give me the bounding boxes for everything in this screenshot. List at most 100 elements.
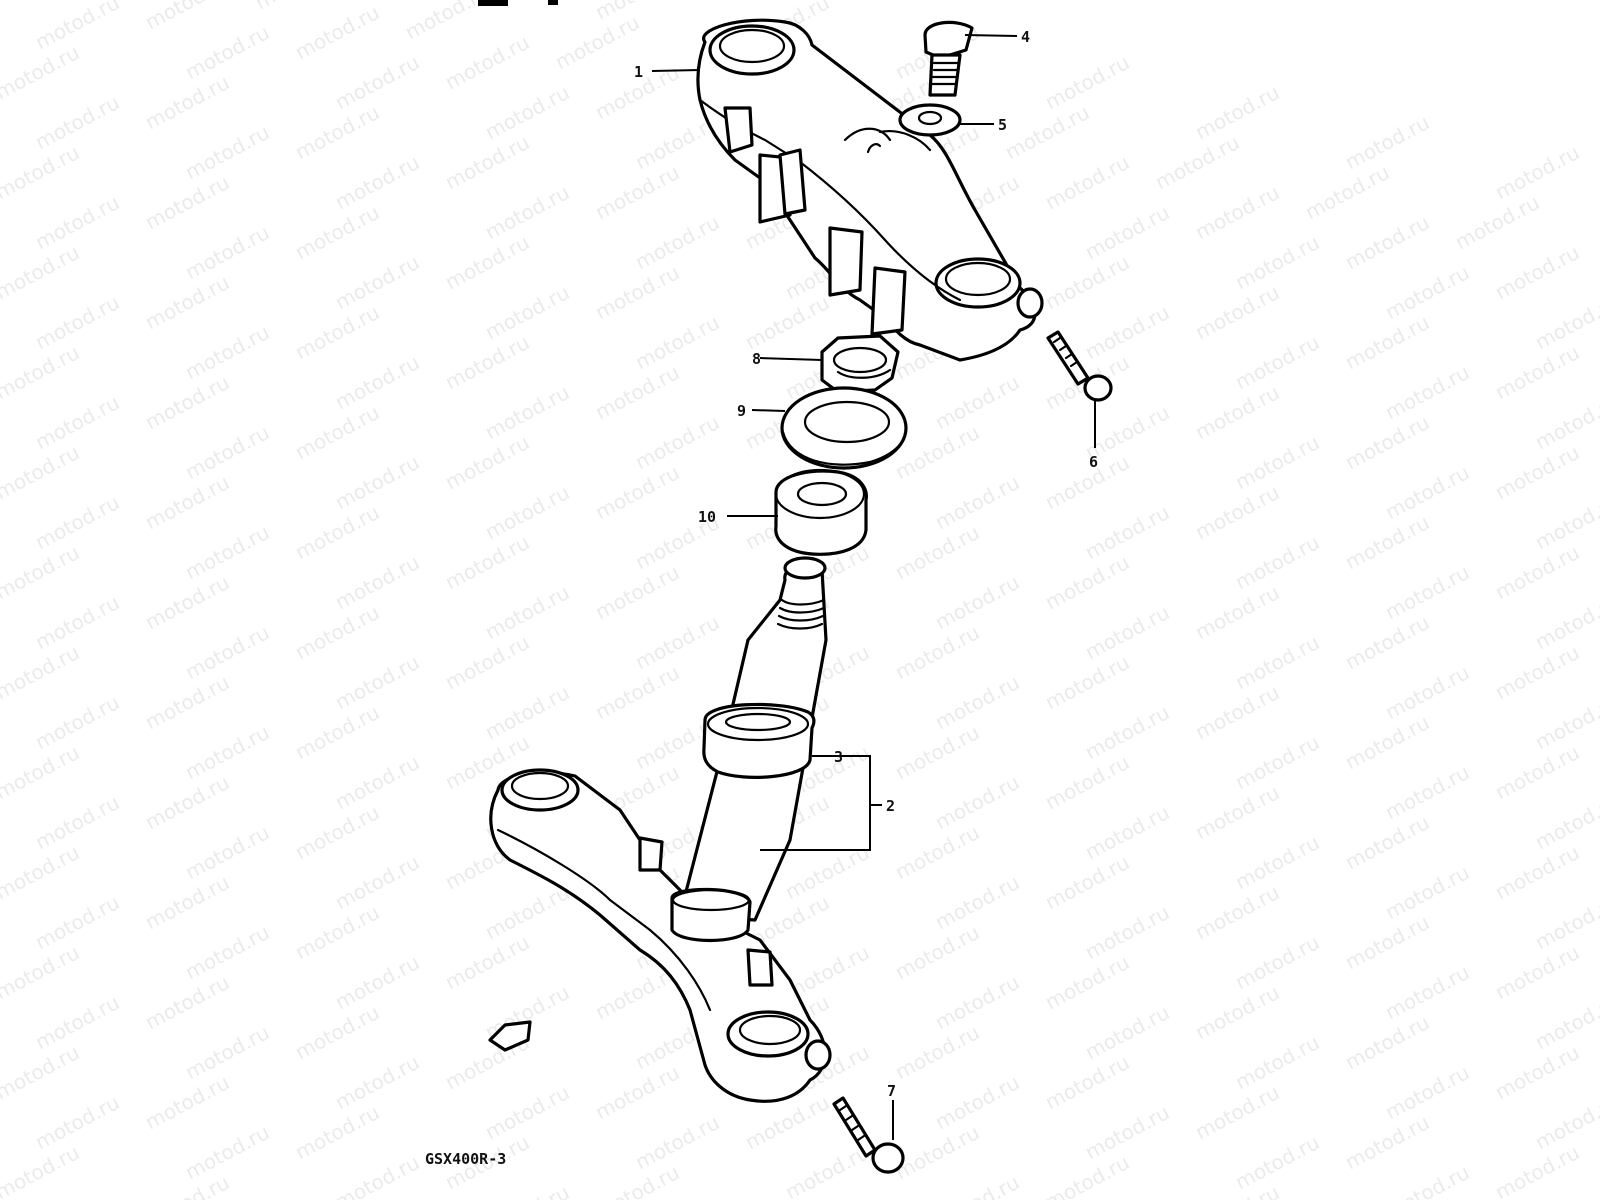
bearing-part-10 bbox=[774, 468, 868, 556]
watermark-text: motod.ru bbox=[1081, 800, 1173, 864]
callout-9: 9 bbox=[737, 402, 746, 420]
watermark-text: motod.ru bbox=[931, 370, 1023, 434]
watermark-text: motod.ru bbox=[631, 610, 723, 674]
watermark-text: motod.ru bbox=[141, 670, 233, 734]
watermark-text: motod.ru bbox=[891, 620, 983, 684]
watermark-text: motod.ru bbox=[331, 650, 423, 714]
watermark-text: motod.ru bbox=[1381, 360, 1473, 424]
watermark-text: motod.ru bbox=[331, 50, 423, 114]
watermark-text: motod.ru bbox=[1081, 200, 1173, 264]
watermark-text: motod.ru bbox=[1341, 810, 1433, 874]
watermark-text: motod.ru bbox=[31, 390, 123, 454]
watermark-text: motod.ru bbox=[181, 1020, 273, 1084]
watermark-text: motod.ru bbox=[1081, 1100, 1173, 1164]
watermark-text: motod.ru bbox=[1341, 310, 1433, 374]
watermark-text: motod.ru bbox=[1191, 180, 1283, 244]
watermark-text: motod.ru bbox=[591, 360, 683, 424]
watermark-text: motod.ru bbox=[141, 1070, 233, 1134]
watermark-text: motod.ru bbox=[251, 0, 343, 14]
watermark-text: motod.ru bbox=[1341, 1110, 1433, 1174]
watermark-text: motod.ru bbox=[441, 130, 533, 194]
watermark-text: motod.ru bbox=[441, 530, 533, 594]
watermark-text: motod.ru bbox=[1381, 660, 1473, 724]
watermark-text: motod.ru bbox=[141, 770, 233, 834]
watermark-text: motod.ru bbox=[1491, 940, 1583, 1004]
watermark-text: motod.ru bbox=[1341, 210, 1433, 274]
callout-labels: 1 2 3 4 5 6 7 8 9 10 bbox=[634, 28, 1098, 1100]
watermark-text: motod.ru bbox=[331, 1150, 423, 1200]
watermark-text: motod.ru bbox=[1341, 510, 1433, 574]
model-caption: GSX400R-3 bbox=[425, 1150, 506, 1168]
watermark-text: motod.ru bbox=[931, 570, 1023, 634]
watermark-text: motod.ru bbox=[291, 600, 383, 664]
watermark-text: motod.ru bbox=[1451, 190, 1543, 254]
watermark-text: motod.ru bbox=[1191, 80, 1283, 144]
watermark-text: motod.ru bbox=[1231, 1030, 1323, 1094]
watermark-text: motod.ru bbox=[931, 670, 1023, 734]
watermark-text: motod.ru bbox=[331, 850, 423, 914]
watermark-text: motod.ru bbox=[331, 1050, 423, 1114]
callout-1: 1 bbox=[634, 63, 643, 81]
watermark-text: motod.ru bbox=[331, 750, 423, 814]
watermark-text: motod.ru bbox=[931, 1170, 1023, 1200]
watermark-text: motod.ru bbox=[441, 930, 533, 994]
watermark-text: motod.ru bbox=[1041, 50, 1133, 114]
watermark-text: motod.ru bbox=[1041, 250, 1133, 314]
watermark-text: motod.ru bbox=[1491, 540, 1583, 604]
callout-4: 4 bbox=[1021, 28, 1030, 46]
callout-2: 2 bbox=[886, 797, 895, 815]
watermark-text: motod.ru bbox=[481, 680, 573, 744]
upper-bracket-part-1 bbox=[696, 18, 1044, 362]
watermark-text: motod.ru bbox=[1491, 640, 1583, 704]
watermark-text: motod.ru bbox=[1301, 160, 1393, 224]
watermark-text: motod.ru bbox=[331, 250, 423, 314]
watermark-text: motod.ru bbox=[441, 30, 533, 94]
watermark-text: motod.ru bbox=[141, 170, 233, 234]
watermark-text: motod.ru bbox=[591, 1060, 683, 1124]
watermark-text: motod.ru bbox=[291, 700, 383, 764]
watermark-text: motod.ru bbox=[401, 0, 493, 44]
watermark-text: motod.ru bbox=[1041, 1150, 1133, 1200]
watermark-text: motod.ru bbox=[141, 470, 233, 534]
watermark-text: motod.ru bbox=[741, 290, 833, 354]
watermark-text: motod.ru bbox=[331, 150, 423, 214]
watermark-text: motod.ru bbox=[631, 210, 723, 274]
watermark-text: motod.ru bbox=[1491, 1140, 1583, 1200]
watermark-text: motod.ru bbox=[1231, 730, 1323, 794]
watermark-text: motod.ru bbox=[1381, 1060, 1473, 1124]
watermark-text: motod.ru bbox=[1491, 440, 1583, 504]
callout-10: 10 bbox=[698, 508, 716, 526]
watermark-text: motod.ru bbox=[181, 320, 273, 384]
watermark-text: motod.ru bbox=[891, 920, 983, 984]
watermark-text: motod.ru bbox=[31, 490, 123, 554]
watermark-text: motod.ru bbox=[331, 950, 423, 1014]
watermark-text: motod.ru bbox=[1381, 1160, 1473, 1200]
watermark-text: motod.ru bbox=[931, 1070, 1023, 1134]
callout-7: 7 bbox=[887, 1082, 896, 1100]
watermark-text: motod.ru bbox=[141, 570, 233, 634]
watermark-text: motod.ru bbox=[141, 270, 233, 334]
pinch-bolt-part-7 bbox=[832, 1096, 905, 1174]
watermark-text: motod.ru bbox=[141, 370, 233, 434]
watermark-text: motod.ru bbox=[331, 450, 423, 514]
watermark-text: motod.ru bbox=[1081, 1000, 1173, 1064]
watermark-text: motod.ru bbox=[1231, 330, 1323, 394]
watermark-text: motod.ru bbox=[891, 1020, 983, 1084]
watermark-text: motod.ru bbox=[1041, 850, 1133, 914]
watermark-text: motod.ru bbox=[1341, 110, 1433, 174]
watermark-text: motod.ru bbox=[1191, 680, 1283, 744]
watermark-text: motod.ru bbox=[331, 550, 423, 614]
watermark-text: motod.ru bbox=[1041, 450, 1133, 514]
watermark-text: motod.ru bbox=[1041, 650, 1133, 714]
watermark-text: motod.ru bbox=[181, 120, 273, 184]
watermark-text: motod.ru bbox=[141, 70, 233, 134]
watermark-text: motod.ru bbox=[931, 970, 1023, 1034]
washer-part-5 bbox=[898, 103, 962, 137]
watermark-text: motod.ru bbox=[1041, 150, 1133, 214]
pinch-bolt-part-6 bbox=[1046, 330, 1113, 402]
watermark-text: motod.ru bbox=[591, 560, 683, 624]
watermark-text: motod.ru bbox=[481, 880, 573, 944]
watermark-text: motod.ru bbox=[181, 920, 273, 984]
watermark-text: motod.ru bbox=[1231, 430, 1323, 494]
